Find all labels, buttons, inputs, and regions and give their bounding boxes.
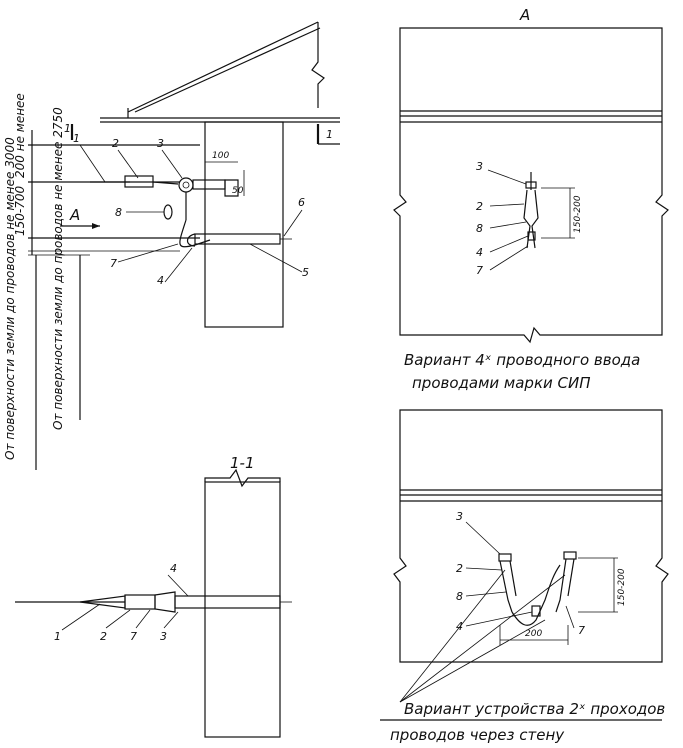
variant2-caption-2: проводов через стену [390, 726, 565, 744]
dim-mid-vertical: 150-700 [13, 185, 27, 236]
label-8: 8 [115, 206, 122, 219]
view-a-label-3: 3 [476, 160, 483, 173]
main-view: 1 1 200 не менее 150-700 100 50 [3, 21, 340, 470]
view-a: A 150-200 3 2 8 4 7 Вариант 4ˣ проводног… [393, 6, 669, 392]
section-wall [204, 481, 281, 738]
variant2-dim-v: 150-200 [617, 568, 627, 606]
label-2: 2 [112, 137, 119, 150]
variant2-label-8: 8 [456, 590, 463, 603]
section-label-2: 2 [100, 630, 107, 643]
note-ground-3000: От поверхности земли до проводов не мене… [3, 137, 17, 460]
variant2-label-4: 4 [456, 620, 463, 633]
view-a-frame [393, 27, 669, 344]
variant2-frame [393, 409, 669, 663]
section-label-4: 4 [170, 562, 177, 575]
label-6: 6 [298, 196, 305, 209]
wall-pipe [194, 233, 281, 245]
note-ground-2750: От поверхности земли до проводов не мене… [51, 107, 65, 430]
section-mark-right: 1 [326, 128, 333, 141]
view-a-label-2: 2 [476, 200, 483, 213]
variant2-label-3: 3 [456, 510, 463, 523]
clamp-2 [124, 175, 154, 188]
roof-line-lower [134, 27, 321, 113]
variant-two-passages: 200 150-200 3 2 8 4 7 Вариант устройства… [380, 409, 669, 744]
view-a-dim: 150-200 [573, 195, 583, 233]
section-label-1: 1 [54, 630, 61, 643]
variant2-label-2: 2 [456, 562, 463, 575]
dim-100: 100 [212, 151, 229, 161]
view-a-label-7: 7 [476, 264, 483, 277]
label-1: 1 [73, 132, 80, 145]
variant2-caption-1: Вариант устройства 2ˣ проходов [404, 700, 665, 718]
hook-3 [178, 177, 194, 193]
view-arrow-a: A [69, 206, 80, 224]
dim-top-vertical: 200 не менее [13, 93, 27, 178]
roof-line-upper [127, 21, 319, 113]
part-8 [163, 204, 173, 220]
view-a-caption-2: проводами марки СИП [412, 374, 591, 392]
label-5: 5 [302, 266, 309, 279]
variant2-dim-h: 200 [525, 629, 542, 639]
view-a-caption-1: Вариант 4ˣ проводного ввода [404, 351, 640, 369]
label-7: 7 [110, 257, 117, 270]
section-label-7: 7 [130, 630, 137, 643]
view-a-title: A [519, 6, 530, 24]
section-mark-left: 1 [64, 122, 71, 135]
section-title: 1-1 [230, 454, 255, 472]
label-3: 3 [157, 137, 164, 150]
view-a-label-8: 8 [476, 222, 483, 235]
view-a-label-4: 4 [476, 246, 483, 259]
label-4: 4 [157, 274, 164, 287]
wall [204, 121, 284, 328]
section-1-1: 1-1 4 1 2 7 3 [15, 454, 292, 738]
dim-50: 50 [232, 186, 244, 196]
section-label-3: 3 [160, 630, 167, 643]
variant2-label-7: 7 [578, 624, 585, 637]
roof-break-line [311, 22, 325, 108]
